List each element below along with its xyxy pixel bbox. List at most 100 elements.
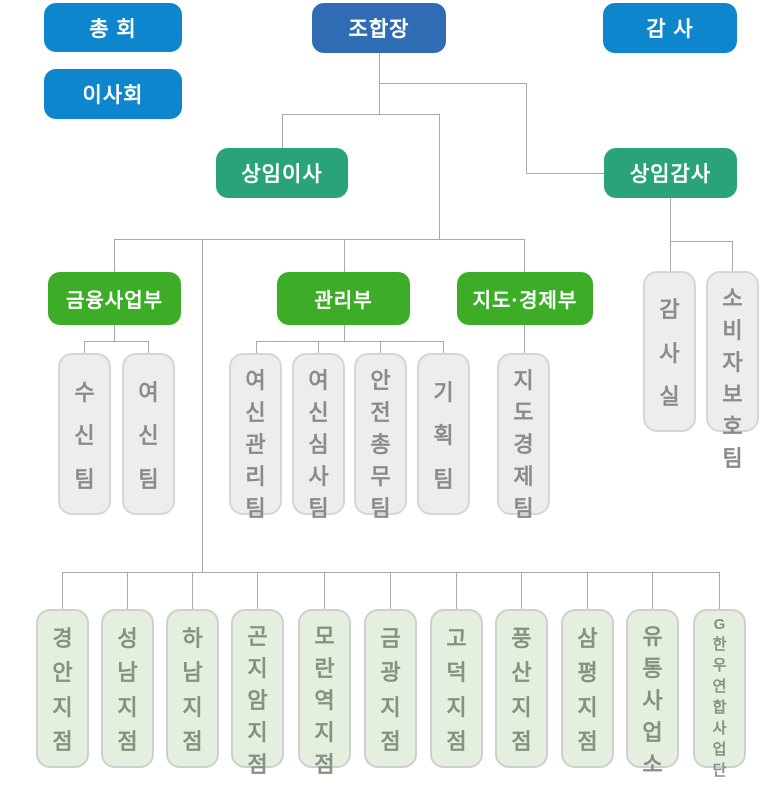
vertical-label-char: 사 (712, 720, 727, 737)
vertical-label-char: 안 (370, 368, 391, 393)
vertical-label-char: G (713, 616, 726, 633)
connector-line (127, 572, 128, 609)
vertical-label-char: 안 (52, 660, 73, 686)
vertical-label-char: 심 (308, 432, 329, 457)
vertical-label-char: 팀 (370, 496, 391, 521)
vertical-label-char: 소 (722, 286, 743, 311)
vertical-label-char: 신 (138, 423, 159, 448)
connector-line (84, 341, 149, 342)
connector-line (344, 325, 345, 341)
vertical-label-char: 지 (52, 694, 73, 720)
vertical-label-char: 신 (245, 400, 266, 425)
vertical-label-char: 우 (712, 657, 727, 674)
vertical-label-char: 팀 (74, 466, 95, 492)
connector-line (652, 572, 653, 609)
vertical-label-char: 산 (511, 660, 532, 686)
vertical-label-char: 점 (446, 728, 467, 754)
connector-line (719, 572, 720, 609)
node-president: 조합장 (312, 3, 446, 53)
connector-line (524, 325, 525, 353)
vertical-label-char: 팀 (245, 496, 266, 521)
connector-line (443, 341, 444, 353)
node-auditor: 감 사 (603, 3, 737, 53)
vertical-label-char: 여 (308, 368, 329, 393)
vertical-label-char: 지 (511, 694, 532, 720)
vertical-label-char: 점 (511, 728, 532, 754)
vertical-label-char: 점 (380, 728, 401, 754)
vertical-label-char: 지 (380, 694, 401, 720)
vertical-label-char: 모 (314, 624, 335, 649)
vertical-label-char: 점 (182, 728, 203, 754)
connector-line (256, 341, 444, 342)
connector-line (192, 572, 193, 609)
vertical-label-char: 도 (513, 400, 534, 425)
vertical-label-char: 총 (370, 432, 391, 457)
vertical-label-char: 자 (722, 350, 743, 375)
vertical-label-char: 호 (722, 414, 743, 439)
vertical-label-char: 지 (247, 656, 268, 681)
vertical-label-char: 팀 (308, 496, 329, 521)
connector-line (114, 325, 115, 341)
vertical-label-char: 점 (52, 728, 73, 754)
vertical-label-char: 합 (712, 699, 727, 716)
connector-line (202, 239, 203, 572)
node-dept-finance: 금융사업부 (48, 272, 181, 325)
node-board-of-directors: 이사회 (44, 69, 182, 119)
vertical-label-char: 감 (659, 297, 680, 323)
vertical-label-char: 덕 (446, 660, 467, 686)
connector-line (257, 572, 258, 609)
vertical-label-char: 팀 (433, 466, 454, 492)
connector-line (318, 341, 319, 353)
connector-line (344, 239, 345, 272)
vertical-label-char: 지 (314, 720, 335, 745)
vertical-label-char: 하 (182, 626, 203, 652)
vertical-label-char: 성 (117, 626, 138, 652)
vertical-label-char: 무 (370, 464, 391, 489)
vertical-label-char: 업 (642, 720, 663, 745)
vertical-label-char: 지 (117, 694, 138, 720)
vertical-label-char: 광 (380, 660, 401, 686)
vertical-label-char: 관 (245, 432, 266, 457)
connector-line (62, 572, 63, 609)
vertical-label-char: 통 (642, 656, 663, 681)
vertical-label-char: 사 (659, 340, 680, 366)
connector-line (256, 341, 257, 353)
vertical-label-char: 암 (247, 688, 268, 713)
connector-line (521, 572, 522, 609)
vertical-label-char: 기 (433, 379, 454, 405)
vertical-label-char: 지 (446, 694, 467, 720)
connector-line (114, 239, 115, 272)
vertical-label-char: 리 (245, 464, 266, 489)
connector-line (670, 198, 671, 271)
vertical-label-char: 지 (513, 368, 534, 393)
connector-line (282, 114, 283, 148)
vertical-label-char: 신 (74, 423, 95, 448)
vertical-label-char: 신 (308, 400, 329, 425)
vertical-label-char: 팀 (722, 446, 743, 471)
vertical-label-char: 사 (642, 688, 663, 713)
vertical-label-char: 사 (308, 464, 329, 489)
connector-line (587, 572, 588, 609)
vertical-label-char: 연 (712, 678, 727, 695)
vertical-label-char: 풍 (511, 626, 532, 652)
vertical-label-char: 점 (117, 728, 138, 754)
connector-line (524, 239, 525, 272)
connector-line (670, 241, 733, 242)
vertical-label-char: 보 (722, 382, 743, 407)
connector-line (324, 572, 325, 609)
vertical-label-char: 팀 (513, 496, 534, 521)
vertical-label-char: 점 (314, 752, 335, 777)
node-executive-director: 상임이사 (216, 148, 348, 198)
